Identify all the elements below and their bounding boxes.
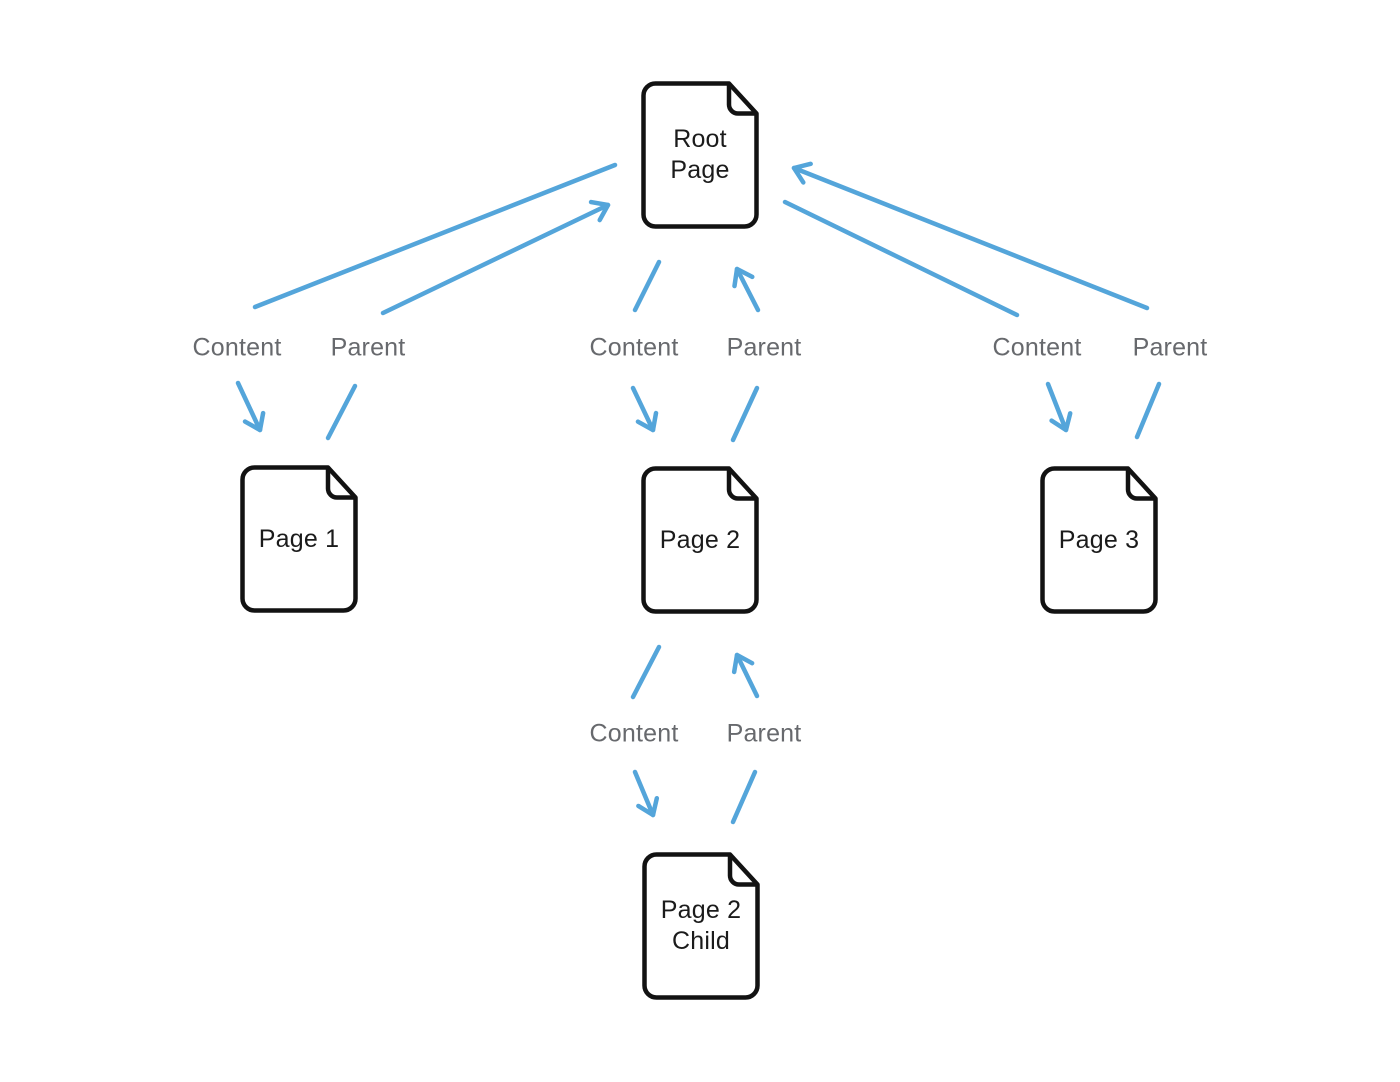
node-page-2-child: Page 2 Child <box>642 852 760 1000</box>
edge-page2-root-parent-lower <box>730 385 760 443</box>
edge-page3-root-parent-lower <box>1134 381 1162 440</box>
edge-page1-root-parent-upper <box>380 199 611 316</box>
edge-root-page2-content-upper <box>632 259 662 313</box>
edge-page2-child-content-lower <box>632 769 660 818</box>
edge-label-child-page2-parent: Parent <box>726 719 802 748</box>
edge-page1-root-parent-lower <box>325 383 358 441</box>
edge-label-root-page3-content: Content <box>992 333 1082 362</box>
node-label-page-1: Page 1 <box>258 524 340 553</box>
edge-root-page1-content-upper <box>252 162 618 310</box>
node-label-page-2-child: Page 2 Child <box>660 896 742 955</box>
edge-label-root-page2-content: Content <box>589 333 679 362</box>
document-icon <box>240 465 358 613</box>
node-root-page: Root Page <box>641 81 759 229</box>
edge-page3-root-parent-upper <box>791 161 1150 311</box>
node-page-2: Page 2 <box>641 466 759 614</box>
document-icon <box>641 466 759 614</box>
edge-root-page3-content-upper <box>782 199 1020 318</box>
node-label-page-2: Page 2 <box>659 525 741 554</box>
edge-label-page3-root-parent: Parent <box>1132 333 1208 362</box>
edge-label-root-page1-content: Content <box>192 333 282 362</box>
edge-page2-child-content-upper <box>630 644 662 700</box>
edge-root-page1-content-lower <box>235 380 266 433</box>
document-icon <box>641 81 759 229</box>
edge-child-page2-parent-upper <box>731 652 760 699</box>
node-page-1: Page 1 <box>240 465 358 613</box>
document-icon <box>1040 466 1158 614</box>
edge-label-page1-root-parent: Parent <box>330 333 406 362</box>
edge-child-page2-parent-lower <box>730 769 758 825</box>
edge-root-page2-content-lower <box>630 385 659 433</box>
document-icon <box>642 852 760 1000</box>
node-label-page-3: Page 3 <box>1058 525 1140 554</box>
node-page-3: Page 3 <box>1040 466 1158 614</box>
node-label-root-page: Root Page <box>670 125 730 184</box>
edge-root-page3-content-lower <box>1045 381 1073 433</box>
edge-label-page2-child-content: Content <box>589 719 679 748</box>
edge-label-page2-root-parent: Parent <box>726 333 802 362</box>
edge-page2-root-parent-upper <box>732 266 761 313</box>
